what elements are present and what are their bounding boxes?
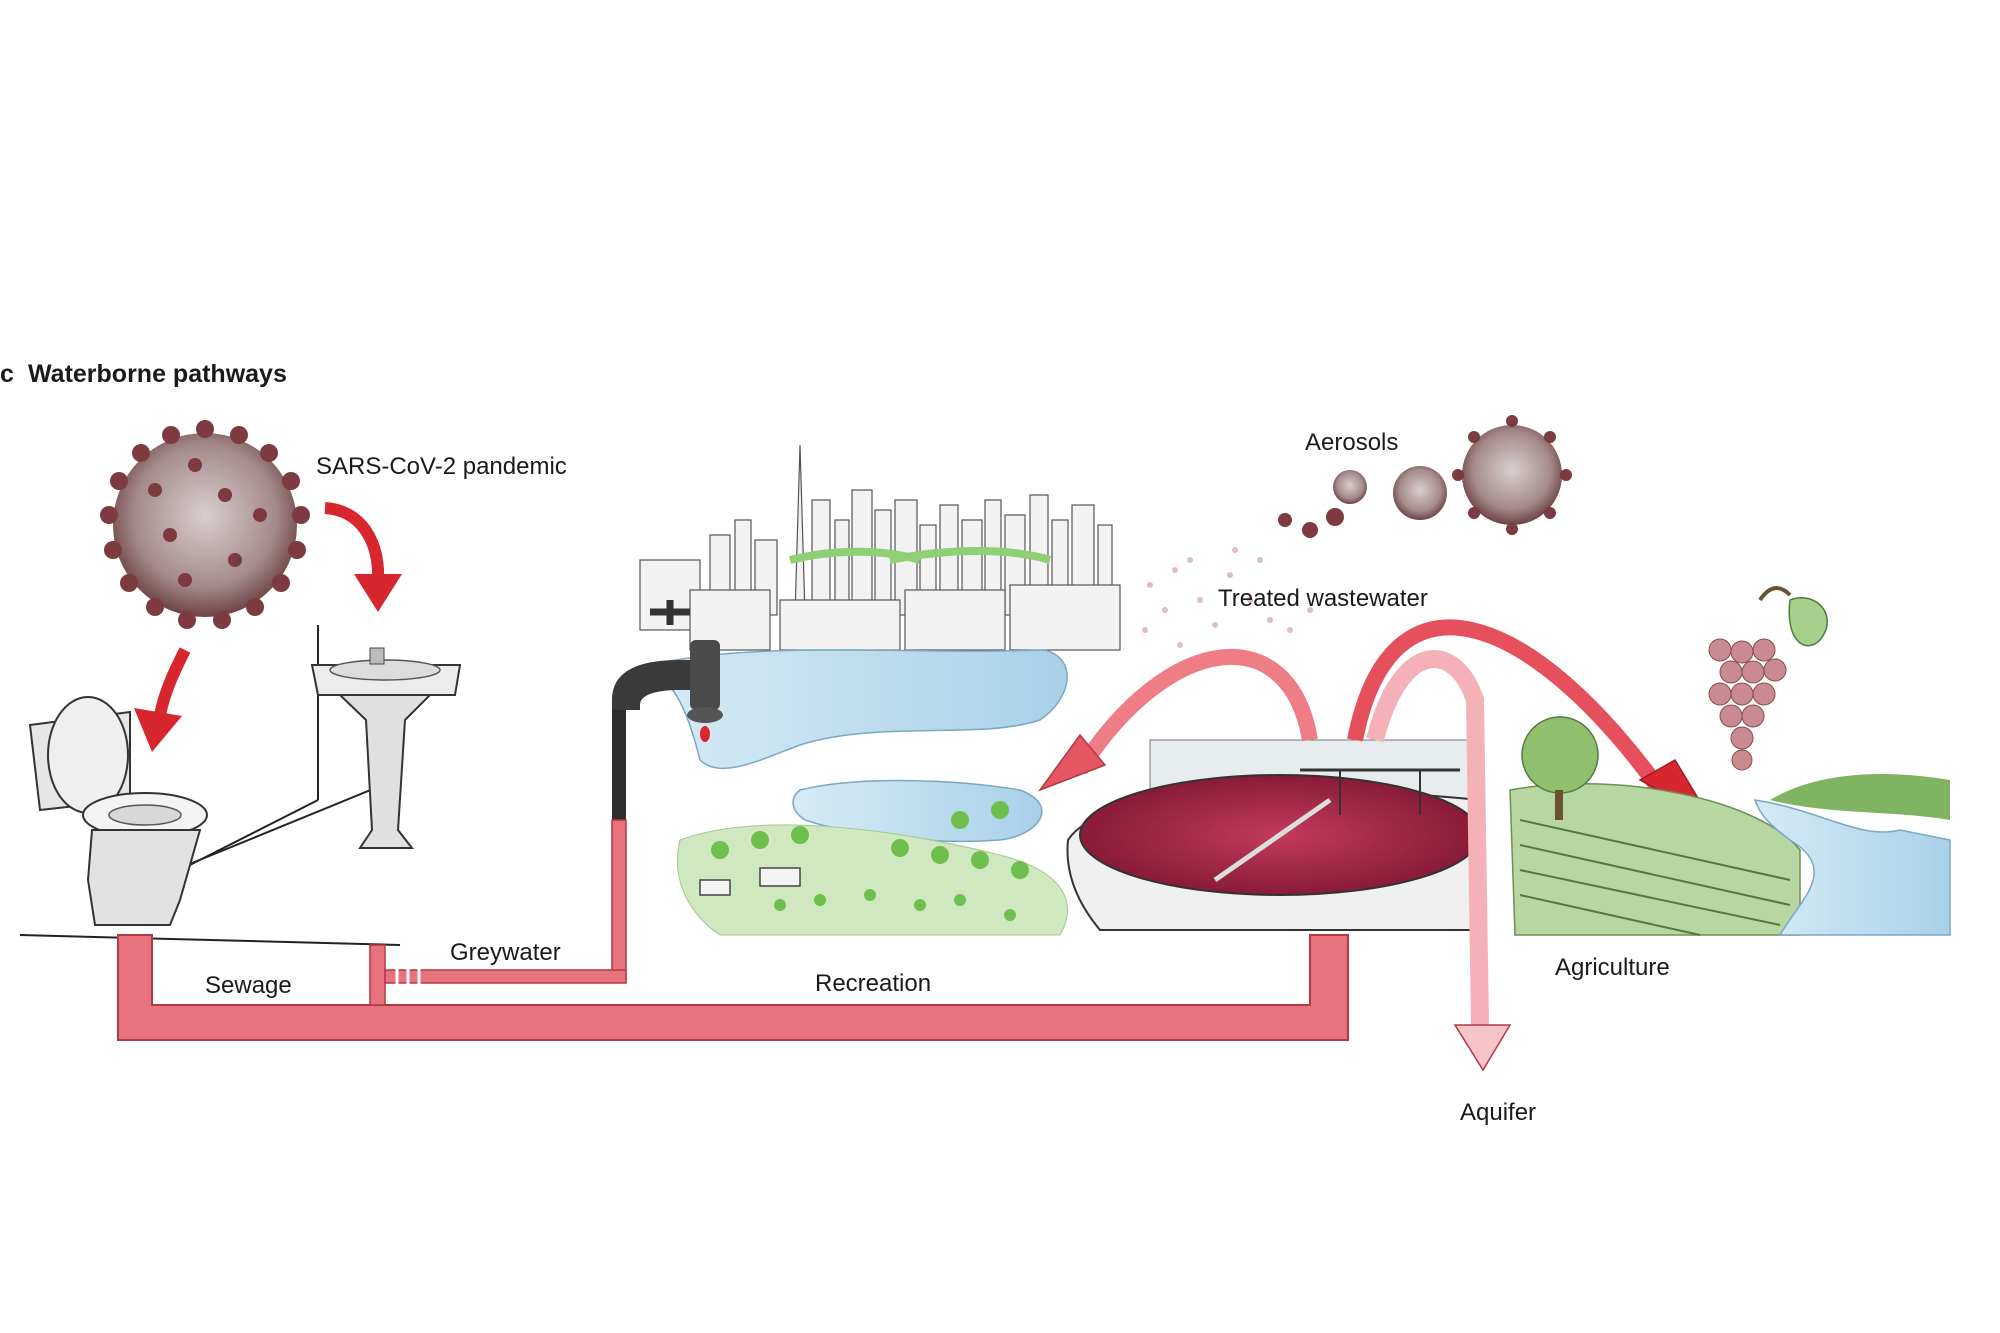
park-pavilion	[759, 867, 801, 887]
lake	[792, 779, 1043, 843]
park-shelter	[699, 879, 731, 896]
arrow-to-sink	[324, 502, 385, 583]
toilet-icon	[28, 696, 208, 926]
greywater-pipe-vertical	[611, 819, 627, 981]
faucet-icon	[612, 600, 723, 820]
virus-icon	[100, 420, 310, 629]
label-treated-wastewater: Treated wastewater	[1218, 585, 1428, 612]
virus-icon-aerosol-2	[1393, 466, 1447, 520]
city-greenery	[789, 547, 1052, 564]
river	[648, 649, 1068, 770]
arrow-to-recreation-head	[1037, 733, 1107, 792]
label-sewage: Sewage	[205, 972, 292, 999]
arrow-to-aquifer-head	[1453, 1024, 1512, 1072]
small-virus-particles	[1278, 508, 1344, 538]
virus-icon-aerosol-3	[1452, 415, 1572, 535]
arrow-to-recreation	[1073, 649, 1318, 775]
distant-trees	[1770, 774, 1950, 820]
arrow-to-sink-head	[354, 574, 402, 612]
label-agriculture: Agriculture	[1555, 954, 1670, 981]
arrow-to-aquifer	[1366, 650, 1489, 1026]
label-recreation: Recreation	[815, 970, 931, 997]
label-aerosols: Aerosols	[1305, 429, 1398, 456]
park-trees	[711, 801, 1029, 921]
grape-cluster-icon	[1708, 586, 1828, 771]
sink-icon	[310, 647, 462, 849]
sewage-pipe	[117, 934, 1349, 1041]
arrow-to-toilet	[154, 647, 191, 717]
bathroom-floor-line	[19, 625, 401, 946]
panel-letter: c	[0, 360, 14, 388]
panel-title: Waterborne pathways	[28, 360, 287, 388]
treatment-tank	[1066, 739, 1481, 931]
arrow-to-agriculture	[1347, 619, 1667, 795]
label-aquifer: Aquifer	[1460, 1099, 1536, 1126]
river	[1753, 799, 1951, 936]
label-greywater: Greywater	[450, 939, 561, 966]
farmland	[1509, 716, 1801, 936]
aerosol-spray	[1142, 547, 1313, 648]
label-pandemic: SARS-CoV-2 pandemic	[316, 453, 567, 480]
pipe-dashes	[395, 965, 421, 988]
sewage-pipe-left	[369, 944, 386, 1006]
arrow-to-toilet-head	[134, 708, 182, 752]
city-skyline	[639, 444, 1121, 651]
greywater-pipe-horizontal	[384, 969, 627, 984]
virus-icon-aerosol-1	[1333, 470, 1367, 504]
